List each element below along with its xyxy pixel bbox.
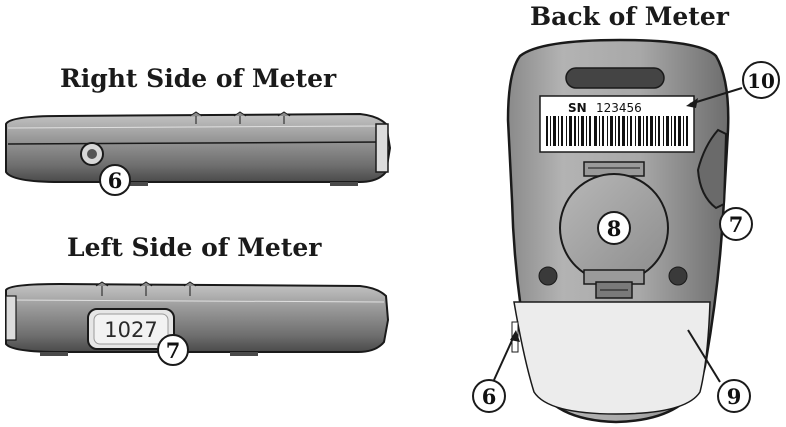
svg-text:8: 8 bbox=[607, 216, 622, 241]
left-side-title: Left Side of Meter bbox=[67, 233, 322, 262]
svg-text:SN: SN bbox=[568, 101, 587, 115]
callout-back-10: 10 bbox=[686, 61, 780, 108]
svg-text:7: 7 bbox=[729, 212, 744, 237]
callout-right-6: 6 bbox=[99, 164, 131, 196]
svg-text:10: 10 bbox=[747, 69, 775, 93]
right-side-meter bbox=[5, 111, 392, 186]
code-display: 1027 bbox=[104, 318, 157, 342]
left-side-meter: 1027 bbox=[5, 281, 390, 356]
svg-text:123456: 123456 bbox=[596, 101, 642, 115]
svg-text:7: 7 bbox=[166, 338, 181, 363]
svg-text:9: 9 bbox=[727, 384, 742, 409]
callout-back-8: 8 bbox=[597, 211, 631, 245]
callout-back-7: 7 bbox=[719, 207, 753, 241]
back-title: Back of Meter bbox=[530, 2, 729, 31]
serial-label: SN 123456 bbox=[539, 95, 695, 153]
right-side-title: Right Side of Meter bbox=[60, 64, 337, 93]
barcode bbox=[546, 116, 688, 146]
svg-text:6: 6 bbox=[482, 384, 497, 409]
callout-left-7: 7 bbox=[157, 334, 189, 366]
svg-text:6: 6 bbox=[108, 168, 123, 193]
callout-back-6: 6 bbox=[472, 330, 520, 413]
lower-panel bbox=[513, 301, 711, 415]
callout-back-9: 9 bbox=[687, 329, 751, 413]
